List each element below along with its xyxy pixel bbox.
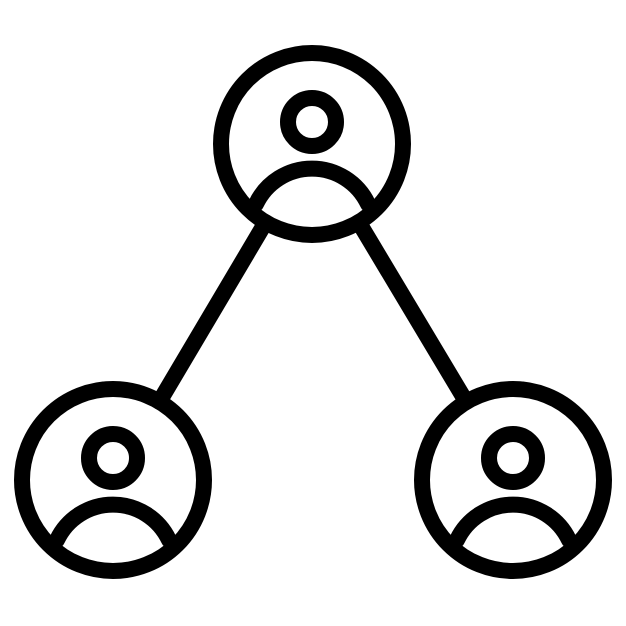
- node-circle: [213, 45, 411, 243]
- user-head-icon: [81, 426, 145, 490]
- user-node-bottom-left: [14, 381, 212, 579]
- node-circle: [14, 381, 212, 579]
- user-body-icon: [49, 496, 177, 548]
- connection-line-top-to-bottom-left: [151, 214, 274, 410]
- user-head-icon: [481, 426, 545, 490]
- user-node-bottom-right: [414, 381, 612, 579]
- connection-line-top-to-bottom-right: [350, 214, 475, 410]
- user-node-top: [213, 45, 411, 243]
- user-body-icon: [248, 160, 376, 212]
- user-head-icon: [280, 90, 344, 154]
- user-body-icon: [449, 496, 577, 548]
- node-circle: [414, 381, 612, 579]
